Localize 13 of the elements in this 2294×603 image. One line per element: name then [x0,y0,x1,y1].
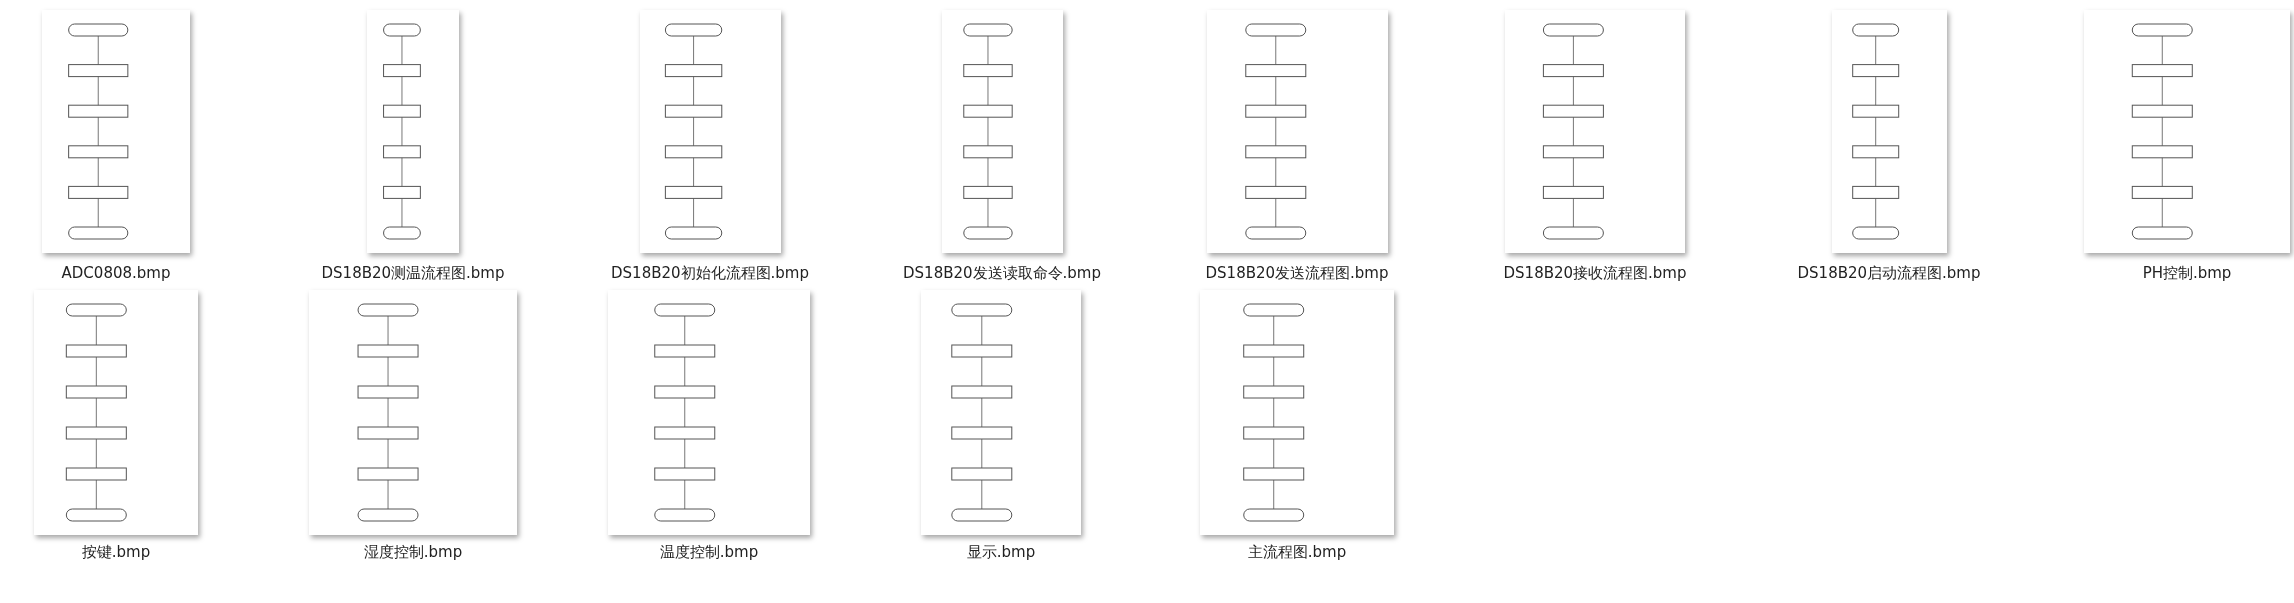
file-name: ADC0808.bmp [61,264,171,282]
file-name: DS18B20测温流程图.bmp [321,264,505,283]
file-name: 按键.bmp [81,543,151,562]
file-name: DS18B20接收流程图.bmp [1503,264,1687,283]
file-name: 显示.bmp [966,543,1036,562]
file-name: 湿度控制.bmp [363,543,463,562]
file-name: DS18B20发送流程图.bmp [1205,264,1389,283]
file-name: DS18B20启动流程图.bmp [1797,264,1981,283]
file-name: 主流程图.bmp [1247,543,1347,562]
file-name: DS18B20发送读取命令.bmp [903,264,1101,283]
file-name: DS18B20初始化流程图.bmp [611,264,809,283]
file-name: PH控制.bmp [2142,264,2232,283]
file-name: 温度控制.bmp [659,543,759,562]
